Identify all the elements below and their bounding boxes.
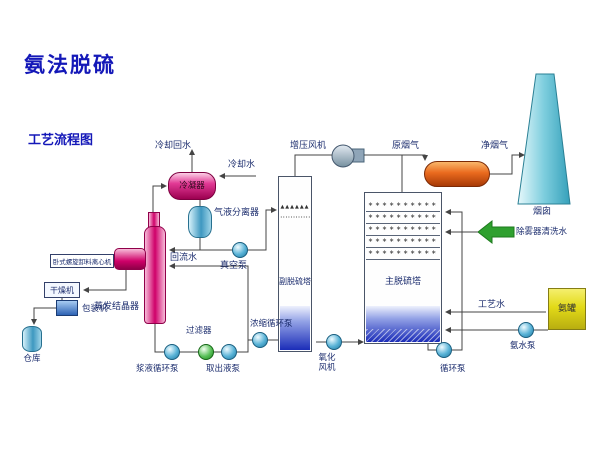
chimney-shape [517, 73, 571, 205]
label-concentration-pump: 浓缩循环泵 [250, 319, 293, 329]
main-tower-spray-row: ∗∗∗∗∗∗∗∗∗∗ [366, 200, 440, 212]
label-clean-flue-gas: 净烟气 [481, 141, 509, 151]
label-process-water: 工艺水 [478, 300, 506, 310]
main-tower-spray-row: ∗∗∗∗∗∗∗∗∗∗ [366, 224, 440, 236]
label-ammonia-pump: 氨水泵 [510, 341, 536, 351]
warehouse-silo [22, 326, 42, 352]
centrifuge-label-box: 卧式螺旋卸料离心机 [50, 254, 114, 268]
page-title: 氨法脱硫 [24, 53, 116, 77]
vacuum-pump-icon [232, 242, 248, 258]
slurry-pump-icon [164, 344, 180, 360]
label-ammonia-tank: 氨罐 [557, 304, 576, 314]
label-gas-liquid-separator: 气液分离器 [214, 208, 260, 218]
label-warehouse: 仓库 [23, 354, 41, 364]
circulation-pump-icon [436, 342, 452, 358]
dryer-box: 干燥机 [44, 282, 80, 298]
label-filter: 过滤器 [186, 326, 212, 336]
gas-liquid-separator-vessel [188, 206, 212, 238]
label-evaporation-crystallizer: 蒸发结晶器 [94, 302, 140, 312]
aux-tower-packing: ············ [280, 213, 310, 222]
extraction-pump-icon [221, 344, 237, 360]
label-packing-machine: 包装机 [82, 304, 108, 314]
label-main-tower: 主脱硫塔 [384, 277, 421, 287]
label-aux-tower: 副脱硫塔 [279, 277, 311, 286]
label-demister-wash-water: 除雾器清洗水 [516, 227, 568, 237]
main-tower-spray-row: ∗∗∗∗∗∗∗∗∗∗ [366, 248, 440, 260]
label-cooling-return-water: 冷却回水 [155, 141, 192, 151]
label-vacuum-pump: 真空泵 [220, 261, 248, 271]
label-booster-fan: 增压风机 [290, 141, 327, 151]
main-tower-spray-row: ∗∗∗∗∗∗∗∗∗∗ [366, 236, 440, 248]
label-extraction-pump: 取出液泵 [206, 364, 241, 374]
booster-fan-icon [331, 144, 355, 168]
label-raw-flue-gas: 原烟气 [392, 141, 420, 151]
condenser-vessel [168, 172, 216, 200]
filter-icon [198, 344, 214, 360]
main-tower-spray-row: ∗∗∗∗∗∗∗∗∗∗ [366, 212, 440, 224]
oxidation-fan-icon [326, 334, 342, 350]
wash-water-arrow-icon [477, 219, 515, 245]
label-chimney: 烟囱 [533, 207, 552, 217]
label-condenser: 冷凝器 [179, 181, 205, 191]
aux-tower-liquid [280, 306, 310, 350]
ammonia-tank-vessel [548, 288, 586, 330]
packing-machine-device [56, 300, 78, 316]
concentration-pump-icon [252, 332, 268, 348]
label-reflux-water: 回流水 [170, 253, 198, 263]
label-slurry-pump: 浆液循环泵 [136, 364, 179, 374]
page-subtitle: 工艺流程图 [28, 133, 94, 148]
gas-heater-vessel [424, 161, 490, 187]
main-tower-aeration [366, 329, 440, 342]
label-oxidation-fan: 氧化风机 [318, 353, 336, 373]
ammonia-pump-icon [518, 322, 534, 338]
label-dryer: 干燥机 [50, 285, 74, 295]
evaporation-crystallizer-column [144, 226, 166, 324]
aux-tower-demister: ▲▲▲▲▲▲ [280, 204, 310, 210]
label-centrifuge: 卧式螺旋卸料离心机 [52, 258, 112, 266]
label-circulation-pump: 循环泵 [440, 364, 466, 374]
centrifuge-device [114, 248, 146, 270]
label-cooling-water: 冷却水 [228, 160, 256, 170]
